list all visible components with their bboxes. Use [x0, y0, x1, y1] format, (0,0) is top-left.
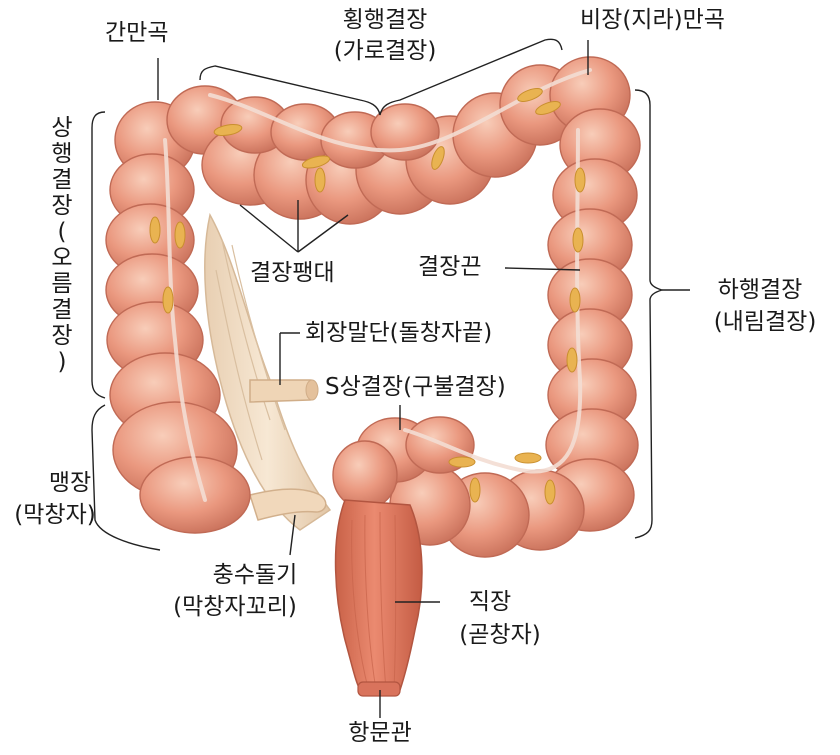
rectum-shape: [334, 499, 423, 691]
label-rectum-alt: (곧창자): [459, 622, 541, 648]
label-splenic-flexure: 비장(지라)만곡: [580, 7, 725, 33]
appendix-shape: [249, 488, 327, 521]
label-terminal-ileum: 회장말단(돌창자끝): [305, 320, 493, 346]
label-anal-canal: 항문관: [348, 720, 412, 746]
label-haustra: 결장팽대: [250, 260, 335, 286]
label-transverse-colon: 횡행결장: [342, 7, 428, 33]
anal-canal-shape: [357, 681, 401, 697]
leader-lines: [157, 40, 690, 718]
sigmoid-colon-segments: [332, 416, 585, 558]
label-descending-colon-alt: (내림결장): [713, 309, 817, 335]
label-sigmoid-colon: S상결장(구불결장): [325, 374, 506, 400]
label-appendix: 충수돌기: [212, 562, 298, 588]
label-appendix-alt: (막창자꼬리): [173, 594, 297, 620]
label-cecum-alt: (막창자): [14, 502, 96, 528]
rectum-striations: [351, 511, 397, 691]
label-taenia: 결장끈: [418, 254, 482, 280]
label-hepatic-flexure: 간만곡: [105, 20, 169, 46]
label-transverse-colon-alt: (가로결장): [333, 38, 437, 64]
ascending-colon-segments: [105, 101, 251, 534]
label-descending-colon: 하행결장: [717, 277, 803, 303]
descending-colon-segments: [545, 108, 641, 532]
label-ascending-colon: 상 행 결 장 ( 오 름 결 장 ): [51, 115, 73, 375]
epiploic-appendages: [149, 88, 586, 505]
label-rectum: 직장: [468, 589, 512, 615]
label-cecum: 맹장: [48, 470, 92, 496]
